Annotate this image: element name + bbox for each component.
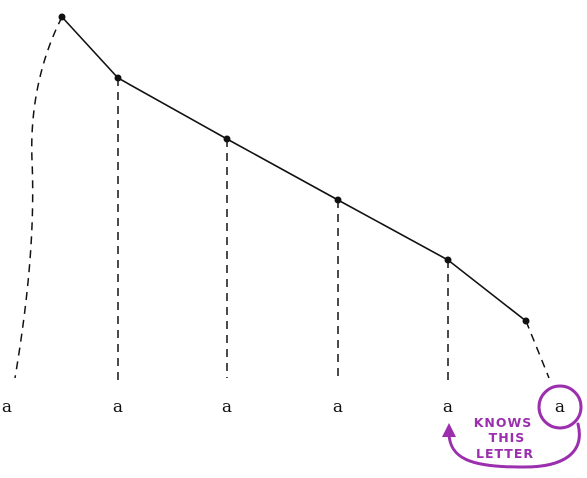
leaf-label-5: a bbox=[443, 397, 453, 417]
arrowhead-icon bbox=[442, 423, 456, 437]
tree-node bbox=[114, 74, 122, 82]
leaf-label-6: a bbox=[555, 397, 565, 417]
leaf-label-1: a bbox=[2, 397, 12, 417]
annotation-arrow bbox=[447, 422, 581, 469]
tree-node bbox=[444, 256, 452, 264]
dashed-link-leaf-1 bbox=[14, 16, 63, 379]
annotation-line-1: KNOWS bbox=[474, 415, 533, 430]
leaf-label-4: a bbox=[333, 397, 343, 417]
tree-node bbox=[223, 135, 231, 143]
tree-node bbox=[334, 196, 342, 204]
dashed-link-leaf-6 bbox=[525, 320, 550, 379]
highlight-circle bbox=[537, 384, 583, 430]
annotation-line-3: LETTER bbox=[476, 446, 534, 461]
tree-node bbox=[58, 13, 66, 21]
tree-node bbox=[522, 317, 530, 325]
leaf-label-3: a bbox=[222, 397, 232, 417]
tree-spine bbox=[61, 16, 527, 322]
leaf-label-2: a bbox=[113, 397, 123, 417]
annotation-line-2: THIS bbox=[489, 430, 526, 445]
